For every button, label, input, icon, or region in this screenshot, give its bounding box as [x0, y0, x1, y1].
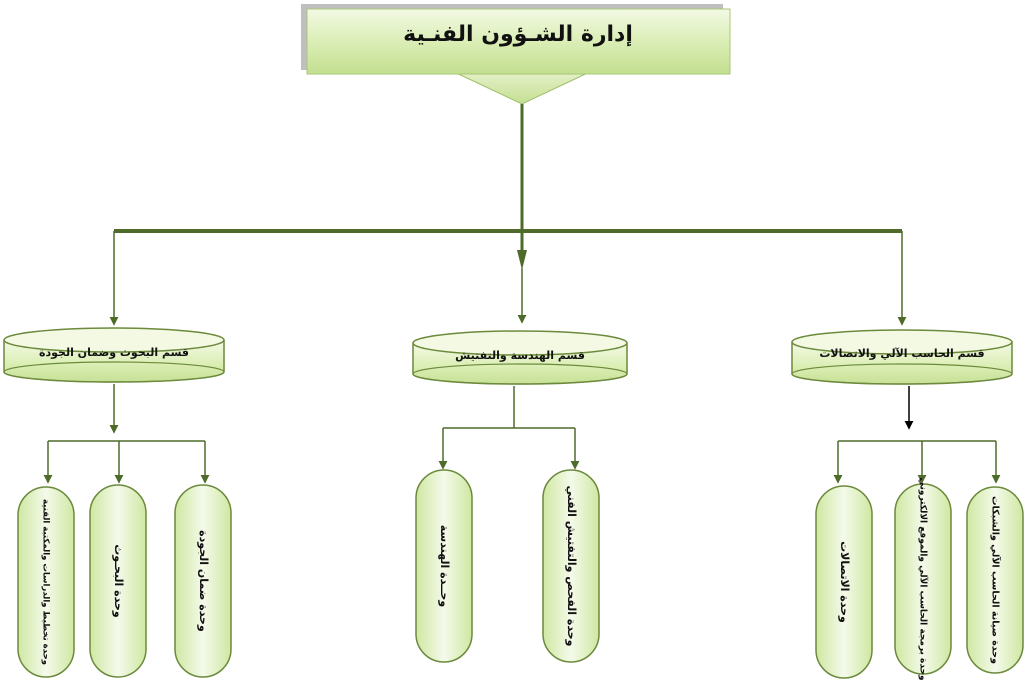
unit-label: وحدة تخطيط والدراسات والمكتبة الفنية	[41, 499, 51, 665]
main-connectors	[109, 104, 907, 326]
title-box: إدارة الشـؤون الفنـية	[301, 4, 731, 105]
department-label: قسم الحاسب الآلي والاتصالات	[819, 347, 984, 360]
unit-label: وحدة ضمان الجودة	[197, 530, 210, 632]
unit-computer-maintenance-networks: وحدة صيانة الحاسب الآلي والشبكات	[966, 486, 1024, 674]
department-label: قسم الهندسة والتفتيش	[455, 349, 585, 362]
unit-engineering: وحــدة الهندسة	[415, 469, 473, 663]
unit-communications: وحدة الاتصالات	[815, 485, 873, 679]
department-research-quality: قسم البحوث وضمان الجودة	[3, 327, 225, 383]
page-title: إدارة الشـؤون الفنـية	[403, 22, 633, 47]
department-engineering-inspection: قسم الهندسة والتفتيش	[412, 330, 628, 385]
unit-quality-assurance: وحدة ضمان الجودة	[174, 484, 232, 678]
unit-connectors	[43, 384, 1001, 484]
department-label: قسم البحوث وضمان الجودة	[39, 346, 189, 359]
unit-label: وحدة الاتصالات	[838, 541, 851, 623]
unit-label: وحدة برمجة الحاسب الآلي والموقع الالكترو…	[918, 477, 930, 680]
unit-label: وحــدة الهندسة	[438, 525, 451, 608]
unit-research: وحدة البحـوث	[89, 484, 147, 678]
unit-computer-programming-website: وحدة برمجة الحاسب الآلي والموقع الالكترو…	[894, 477, 952, 681]
unit-technical-inspection: وحدة الفحص والتفتيش الفني	[542, 469, 600, 663]
unit-label: وحدة الفحص والتفتيش الفني	[565, 486, 578, 647]
department-computers-communications: قسم الحاسب الآلي والاتصالات	[791, 329, 1013, 385]
unit-planning-studies-library: وحدة تخطيط والدراسات والمكتبة الفنية	[17, 486, 75, 678]
unit-label: وحدة صيانة الحاسب الآلي والشبكات	[990, 496, 1002, 664]
unit-label: وحدة البحـوث	[112, 544, 125, 618]
